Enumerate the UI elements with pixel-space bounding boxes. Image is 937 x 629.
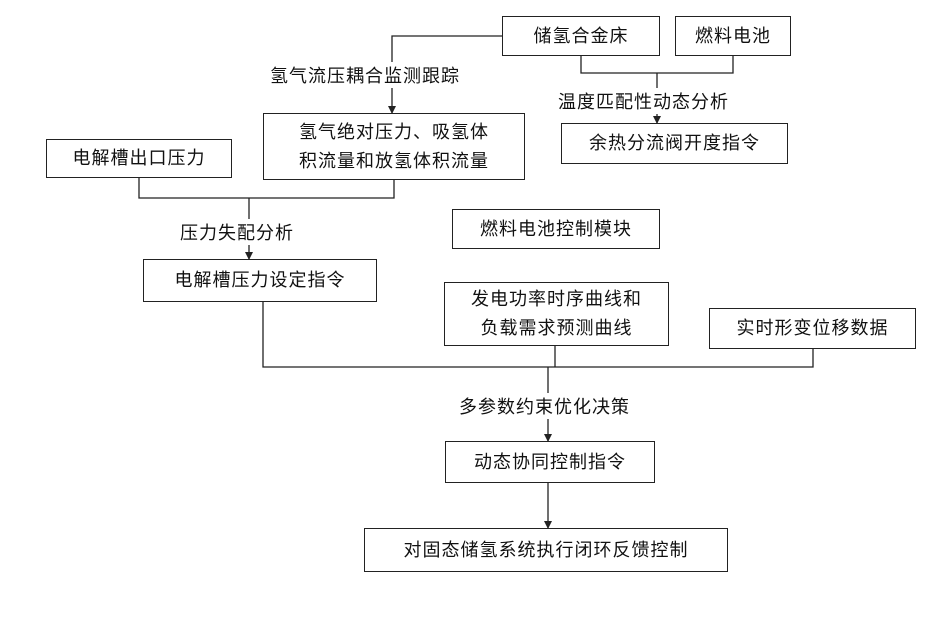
node-power-and-load-curves: 发电功率时序曲线和 负载需求预测曲线 — [444, 282, 669, 346]
label-multi-param-optimization: 多参数约束优化决策 — [457, 393, 632, 419]
node-waste-heat-valve: 余热分流阀开度指令 — [561, 123, 788, 164]
connector-outlet-merge — [139, 178, 249, 198]
node-electrolyzer-outlet-pressure: 电解槽出口压力 — [46, 139, 232, 178]
node-closed-loop-control: 对固态储氢系统执行闭环反馈控制 — [364, 528, 728, 572]
node-hydrogen-pressure-flow: 氢气绝对压力、吸氢体 积流量和放氢体积流量 — [263, 113, 525, 180]
node-realtime-displacement: 实时形变位移数据 — [709, 308, 916, 349]
connector-bed-merge — [581, 56, 657, 73]
label-pressure-mismatch: 压力失配分析 — [178, 219, 296, 245]
node-dynamic-control-command: 动态协同控制指令 — [445, 441, 655, 483]
node-fuel-cell: 燃料电池 — [675, 16, 791, 56]
label-hydrogen-coupling-monitor: 氢气流压耦合监测跟踪 — [268, 62, 462, 88]
label-temperature-matching: 温度匹配性动态分析 — [556, 88, 731, 114]
connector-fuelcell-merge — [657, 56, 733, 73]
node-hydrogen-alloy-bed: 储氢合金床 — [502, 16, 660, 56]
node-electrolyzer-pressure-setpoint: 电解槽压力设定指令 — [143, 259, 377, 302]
node-fuel-cell-control-module: 燃料电池控制模块 — [452, 209, 660, 249]
connector-pressure-merge — [249, 180, 394, 198]
